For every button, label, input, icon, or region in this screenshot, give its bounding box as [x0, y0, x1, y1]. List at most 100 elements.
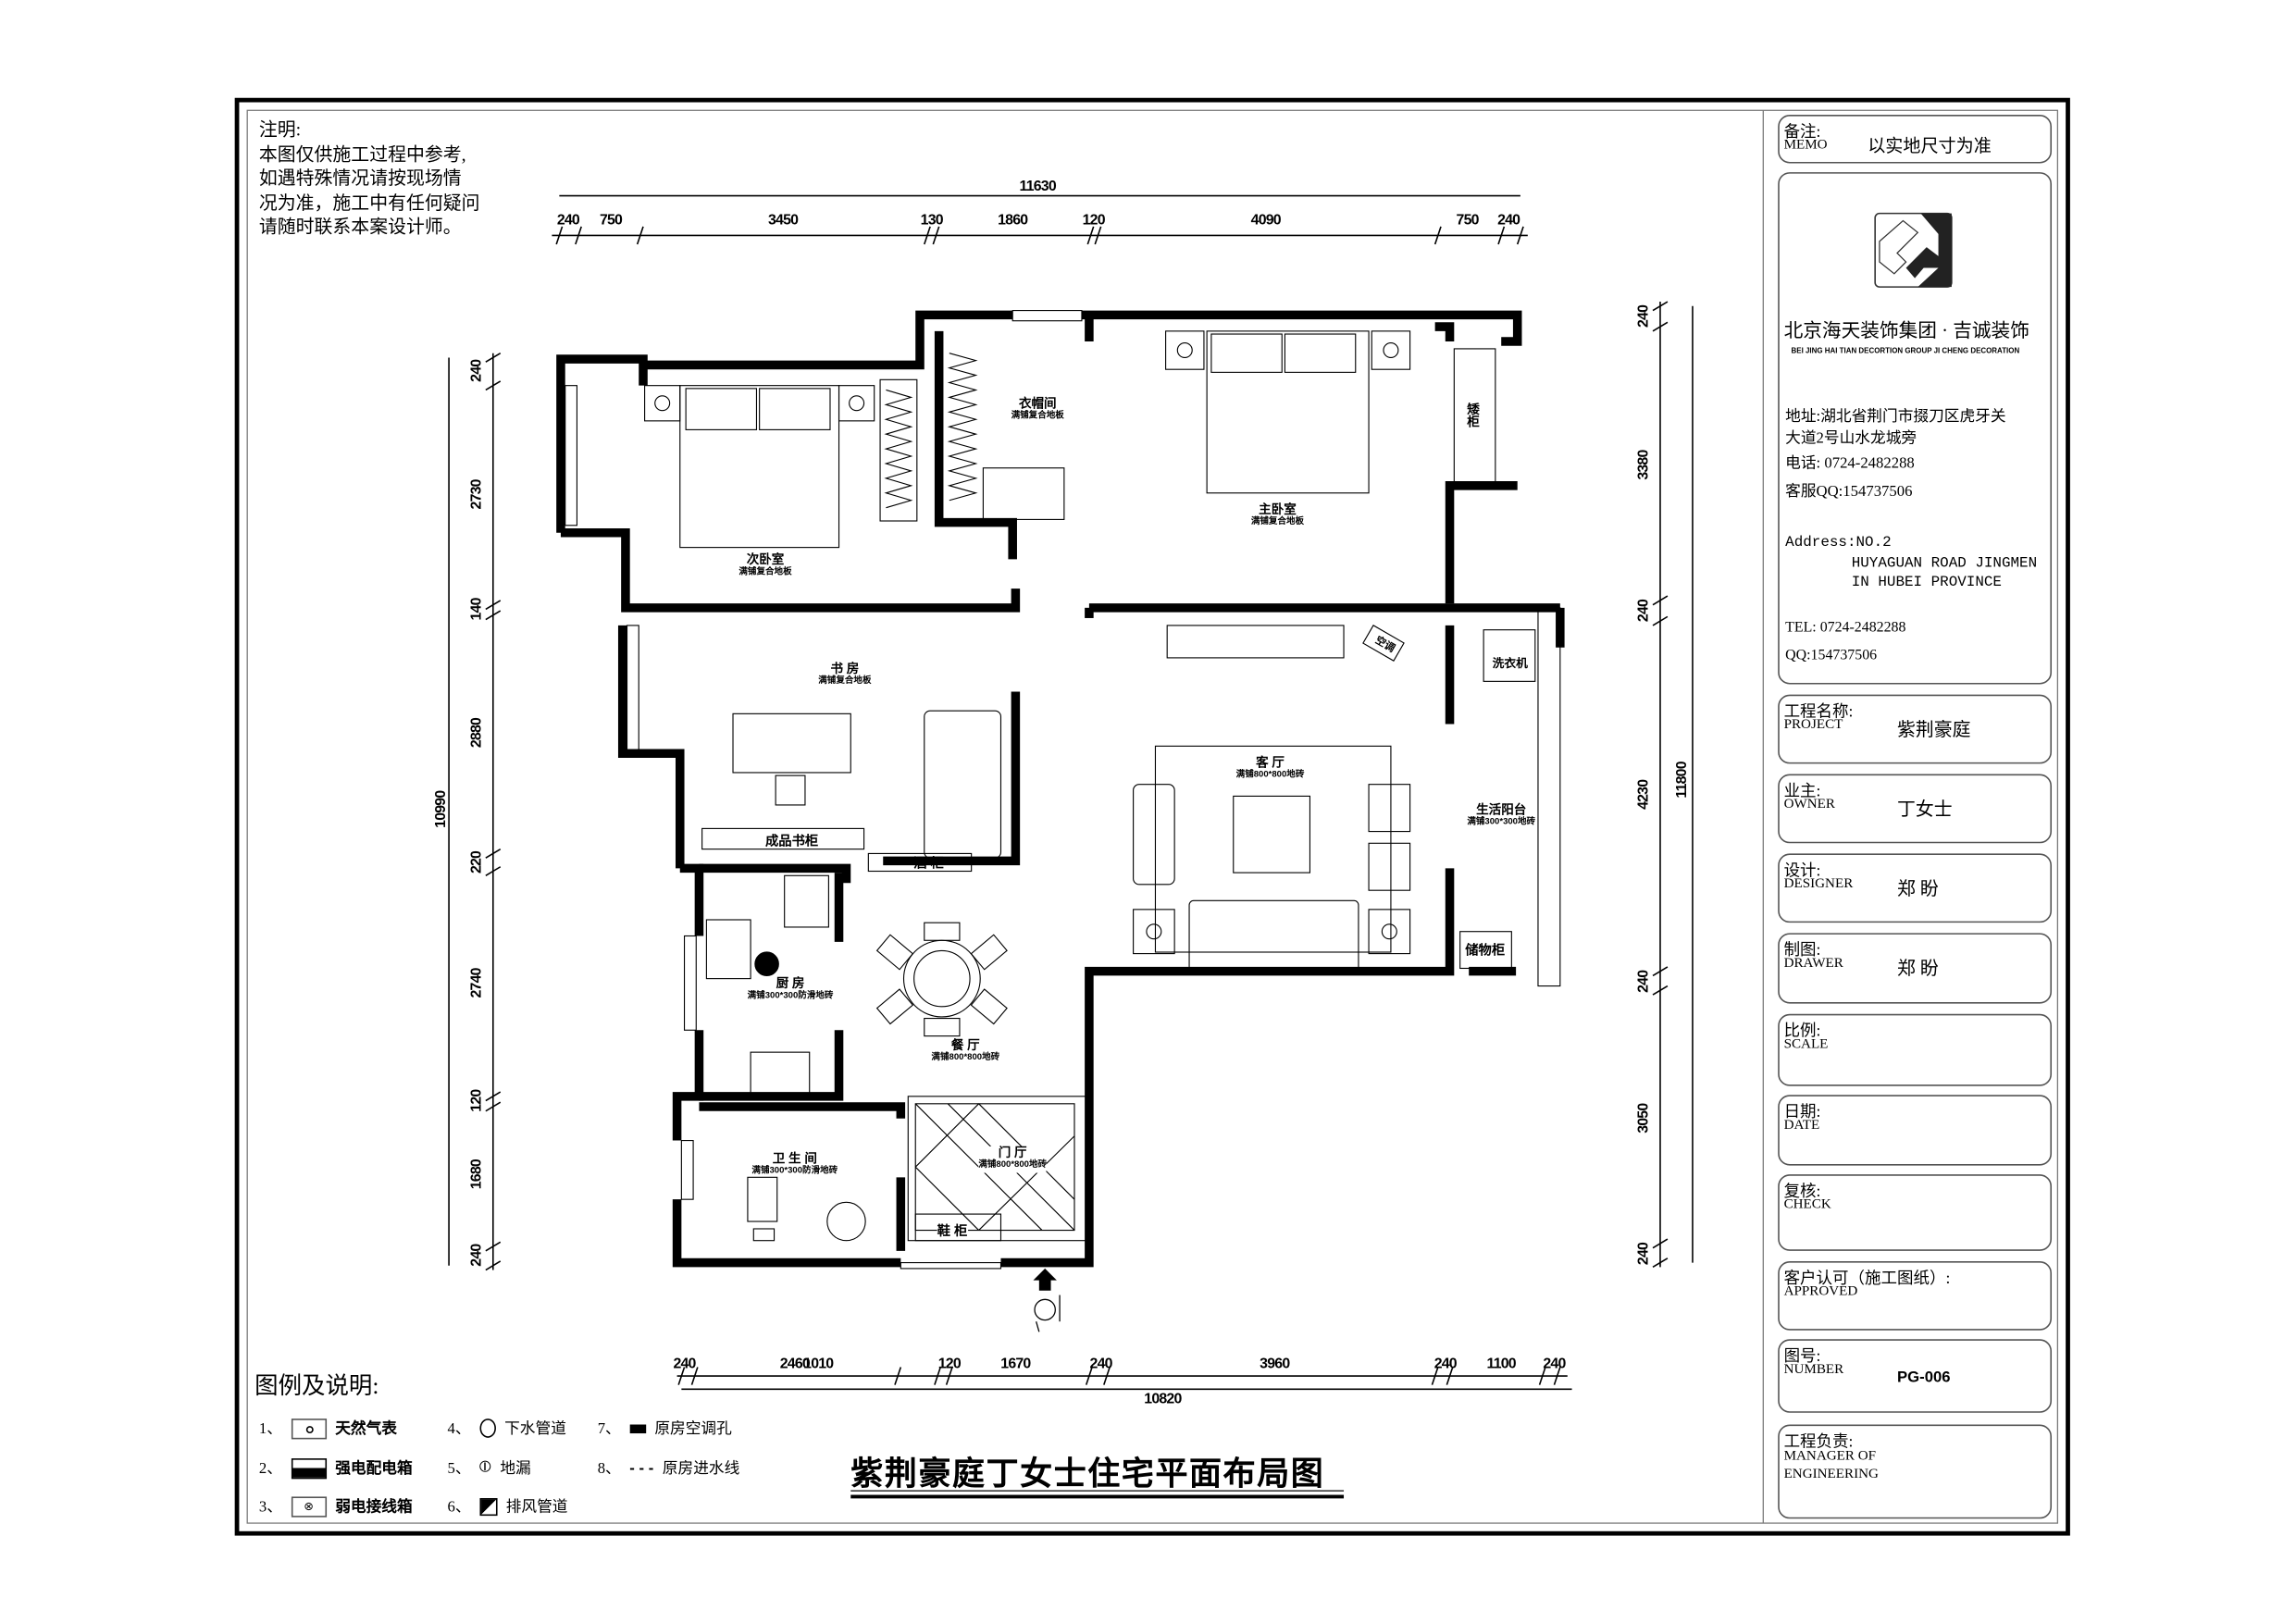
dim-top-label: 750: [1456, 212, 1480, 229]
field-label-cn: 设计:: [1783, 861, 1821, 881]
dim-tick: [1652, 595, 1669, 606]
legend-label: 天然气表: [335, 1419, 398, 1438]
dim-tick: [894, 1367, 902, 1385]
field-label-en: PROJECT: [1783, 718, 1843, 734]
dim-left-label: 240: [468, 359, 486, 382]
dim-left-label: 220: [468, 850, 486, 874]
room-name: 卫 生 间: [772, 1150, 817, 1166]
legend-label: 强电配电箱: [335, 1459, 413, 1478]
room-closet: 衣帽间满铺复合地板: [1011, 397, 1064, 424]
storage-cabinet-label: 储物柜: [1465, 942, 1506, 958]
dim-tick: [1431, 1367, 1439, 1385]
dim-tick: [485, 380, 502, 391]
storage-cabinet: [1459, 931, 1512, 970]
dim-left-label: 120: [468, 1089, 486, 1112]
field-label-cn: 客户认可（施工图纸）:: [1783, 1270, 1951, 1288]
field-label-cn: 工程名称:: [1783, 703, 1854, 722]
entrance-arrow-icon: [1033, 1268, 1057, 1291]
notes-title: 注明:: [258, 118, 302, 141]
legend-num: 2、: [258, 1461, 282, 1478]
dim-bottom-label: 1010: [803, 1356, 834, 1373]
legend-item: 5、⦶地漏: [447, 1456, 530, 1479]
dim-bottom-label: 240: [673, 1356, 696, 1373]
shoe-cabinet: [914, 1213, 1002, 1242]
room-floor: 满铺复合地板: [1250, 517, 1305, 527]
legend-item: 1、天然气表: [259, 1418, 397, 1440]
notes-line: 请随时联系本案设计师。: [258, 216, 462, 238]
company-name-cn: 北京海天装饰集团 · 吉诚装饰: [1783, 319, 2029, 341]
dim-tick: [575, 226, 582, 245]
dim-top-label: 3450: [767, 212, 799, 229]
dim-top-label: 240: [556, 212, 580, 229]
field-label-cn: 日期:: [1783, 1103, 1821, 1121]
dim-bottom-label: 240: [1433, 1356, 1458, 1373]
room-floor: 满铺300*300地砖: [1467, 818, 1536, 827]
dim-bottom-label: 240: [1089, 1356, 1113, 1373]
room-name: 门 厅: [998, 1145, 1027, 1160]
dim-left-total: 10990: [433, 790, 450, 828]
company-box: 北京海天装饰集团 · 吉诚装饰 BEI JING HAI TIAN DECORT…: [1778, 172, 2053, 685]
dim-tick: [945, 1367, 953, 1385]
room-name: 餐 厅: [950, 1037, 980, 1053]
field-label-en: APPROVED: [1783, 1284, 1858, 1300]
dim-bottom-label: 1670: [1000, 1356, 1031, 1373]
dim-top-label: 120: [1082, 212, 1106, 229]
inner-border: [246, 109, 2059, 1524]
dim-left-label: 240: [468, 1244, 486, 1267]
memo-value: 以实地尺寸为准: [1868, 135, 1992, 156]
person-icon: [1034, 1295, 1061, 1332]
dim-tick: [934, 1367, 942, 1385]
dim-tick: [1497, 226, 1506, 245]
room-floor: 满铺800*800地砖: [978, 1160, 1048, 1171]
legend-title: 图例及说明:: [254, 1374, 379, 1400]
dim-right-label: 3380: [1635, 450, 1653, 480]
title-block-field: 比例:SCALE: [1778, 1013, 2053, 1086]
room-foyer: 门 厅满铺800*800地砖: [978, 1145, 1048, 1173]
field-label-cn: 业主:: [1783, 783, 1821, 801]
dim-bottom-label: 240: [1543, 1356, 1566, 1373]
field-label-en: DRAWER: [1783, 956, 1843, 972]
company-name-en: BEI JING HAI TIAN DECORTION GROUP JI CHE…: [1791, 347, 2020, 356]
low-cabinet: [1453, 348, 1496, 485]
gas-meter-icon: [291, 1418, 327, 1439]
legend-label: 弱电接线箱: [335, 1498, 413, 1517]
room-master-bedroom: 主卧室满铺复合地板: [1250, 502, 1305, 530]
ac-hole-icon: [629, 1423, 646, 1433]
field-value: PG-006: [1897, 1369, 1951, 1387]
dim-bottom-total: 10820: [1144, 1391, 1182, 1408]
qq-en: QQ:154737506: [1785, 647, 1878, 664]
washing-machine: [1483, 629, 1536, 682]
room-floor: 满铺300*300防滑地砖: [751, 1167, 838, 1176]
phone-cn: 电话: 0724-2482288: [1785, 456, 1915, 473]
field-label-cn: 复核:: [1783, 1183, 1821, 1201]
windows: [565, 310, 1561, 1270]
notes-line: 如遇特殊情况请按现场情: [258, 167, 462, 189]
room-name: 客 厅: [1256, 754, 1285, 770]
legend-num: 3、: [258, 1499, 282, 1517]
dim-tick: [485, 866, 502, 876]
drawing-title: 紫荆豪庭丁女士住宅平面布局图: [850, 1455, 1325, 1493]
water-line-icon: - - -: [629, 1458, 654, 1477]
dimension-lines: [448, 194, 1694, 1391]
legend-label: 下水管道: [504, 1419, 566, 1438]
room-floor: 满铺复合地板: [738, 567, 792, 577]
shoe-cabinet-label: 鞋 柜: [937, 1220, 968, 1240]
dim-tick: [932, 226, 940, 245]
dim-tick: [1652, 966, 1669, 977]
legend-num: 7、: [597, 1421, 621, 1438]
field-label-en: DATE: [1783, 1118, 1820, 1134]
field-value: 郑 盼: [1897, 878, 1939, 899]
memo-box: 备注: MEMO 以实地尺寸为准: [1778, 115, 2053, 164]
dim-tick: [485, 1091, 502, 1102]
dim-bottom-label: 120: [937, 1356, 962, 1373]
washer-label: 洗衣机: [1492, 657, 1528, 671]
room-living: 客 厅满铺800*800地砖: [1236, 756, 1305, 783]
dim-left-label: 2740: [468, 968, 486, 998]
dim-tick: [1553, 1367, 1561, 1385]
field-value: 紫荆豪庭: [1897, 719, 1971, 740]
field-value: 郑 盼: [1897, 958, 1939, 979]
dim-tick: [1446, 1367, 1454, 1385]
